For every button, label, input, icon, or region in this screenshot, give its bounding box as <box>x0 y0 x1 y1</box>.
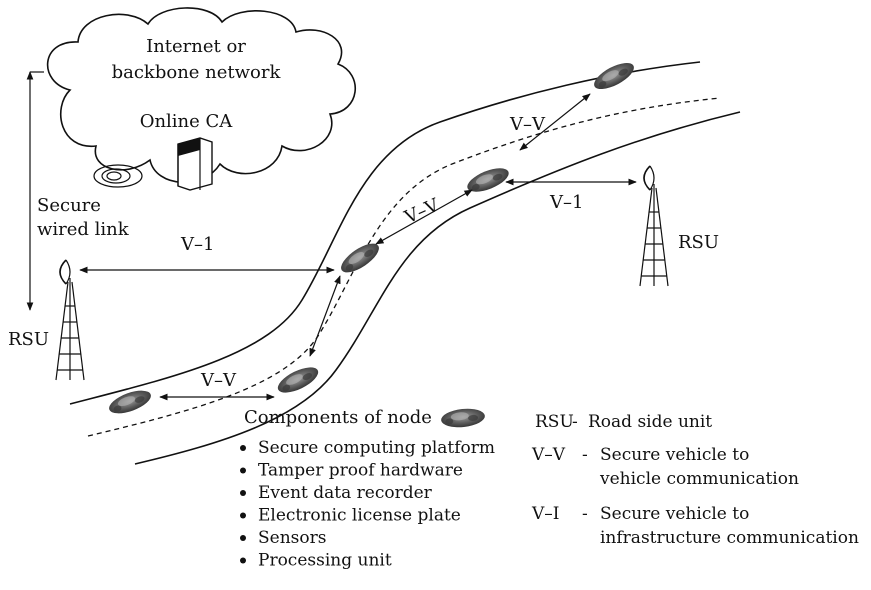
component-item: Electronic license plate <box>258 506 461 526</box>
component-item: Secure computing platform <box>258 438 495 458</box>
cloud-network: Internet or backbone network Online CA <box>46 7 356 184</box>
link-label-vv-top: V–V <box>509 114 546 135</box>
legend-vv-desc-line1: Secure vehicle to <box>600 445 749 465</box>
link-label-vv-mid: V–V <box>401 194 443 228</box>
secure-wired-link: Secure wired link <box>26 71 130 311</box>
link-arrows <box>79 93 637 401</box>
component-item: Event data recorder <box>258 483 433 503</box>
component-item: Sensors <box>258 528 326 548</box>
components-list: Components of node Secure computing plat… <box>240 406 495 571</box>
legend-rsu-desc: Road side unit <box>588 412 712 432</box>
vehicle-icon <box>590 57 638 95</box>
bullet-icon <box>240 512 246 519</box>
vehicle-icon <box>440 406 486 430</box>
vehicle-icon <box>464 163 512 197</box>
svg-text:-: - <box>582 445 588 465</box>
link-label-vv-bottom: V–V <box>200 370 237 391</box>
bullet-icon <box>240 557 246 564</box>
component-item: Processing unit <box>258 551 392 571</box>
legend-vi-desc-line1: Secure vehicle to <box>600 504 749 524</box>
rsu-left-label: RSU <box>8 329 49 350</box>
online-ca-label: Online CA <box>140 111 234 132</box>
cloud-title-line1: Internet or <box>146 36 246 57</box>
legend-vi-desc-line2: infrastructure communication <box>600 528 859 548</box>
rsu-right-label: RSU <box>678 232 719 253</box>
svg-text:-: - <box>582 504 588 524</box>
road <box>69 61 741 465</box>
legend: RSU - Road side unit V–V - Secure vehicl… <box>531 412 859 548</box>
bullet-icon <box>240 535 246 541</box>
bullet-icon <box>240 445 246 451</box>
wired-link-label-line2: wired link <box>37 219 130 240</box>
rsu-tower-left <box>55 259 85 381</box>
components-title: Components of node <box>244 407 432 428</box>
vehicle-icon <box>106 386 154 418</box>
link-label-vi-left: V–1 <box>180 234 214 255</box>
cloud-title-line2: backbone network <box>112 62 282 83</box>
rsu-tower-right <box>639 165 669 287</box>
wired-link-label-line1: Secure <box>37 195 101 216</box>
server-icon <box>177 137 213 191</box>
svg-text:-: - <box>572 412 578 432</box>
bullet-icon <box>240 490 246 496</box>
legend-vv-abbr: V–V <box>531 445 566 465</box>
legend-rsu-abbr: RSU <box>535 412 574 432</box>
link-label-vi-right: V–1 <box>549 192 583 213</box>
bullet-icon <box>240 467 246 474</box>
legend-vi-abbr: V–I <box>531 504 560 524</box>
component-item: Tamper proof hardware <box>258 461 463 481</box>
satellite-dish-icon <box>93 164 143 188</box>
legend-vv-desc-line2: vehicle communication <box>599 469 799 489</box>
